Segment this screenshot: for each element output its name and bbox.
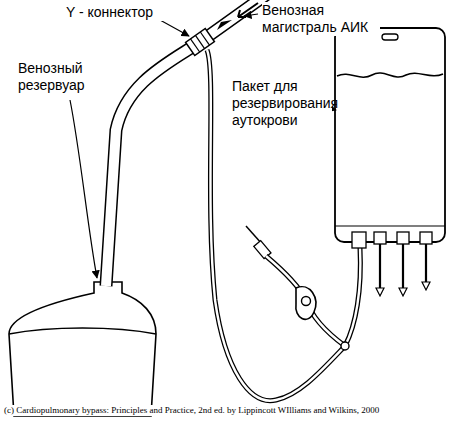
bag-tube-outline (345, 248, 360, 346)
leader-line (70, 100, 97, 278)
venous-line-inner (106, 0, 270, 286)
branch-tube-outline (207, 50, 345, 401)
flow-arrow (217, 20, 232, 30)
roller-clamp (296, 287, 316, 320)
clamp-tube-outline (266, 256, 345, 346)
venous-line-outline (106, 0, 270, 286)
part-label: Пакет для резервирования аутокрови (232, 78, 332, 129)
blood-bag (335, 28, 445, 296)
branch-tube-inner (207, 50, 345, 401)
flow-arrow (238, 3, 258, 17)
reservoir-seam (9, 328, 156, 334)
copyright-caption: (c) Cardiopulmonary bypass: Principles a… (4, 405, 379, 416)
leader-line (160, 20, 189, 36)
leader-line (244, 14, 258, 16)
tube-junction (341, 342, 349, 350)
venous-reservoir (9, 282, 156, 416)
clamp-tube-inner (266, 256, 345, 346)
bag-tube-inner (345, 248, 360, 346)
part-label: Венозный резервуар (18, 60, 102, 94)
part-label: Венозная магистраль АИК (262, 2, 380, 36)
part-label: Y - коннектор (66, 4, 166, 21)
